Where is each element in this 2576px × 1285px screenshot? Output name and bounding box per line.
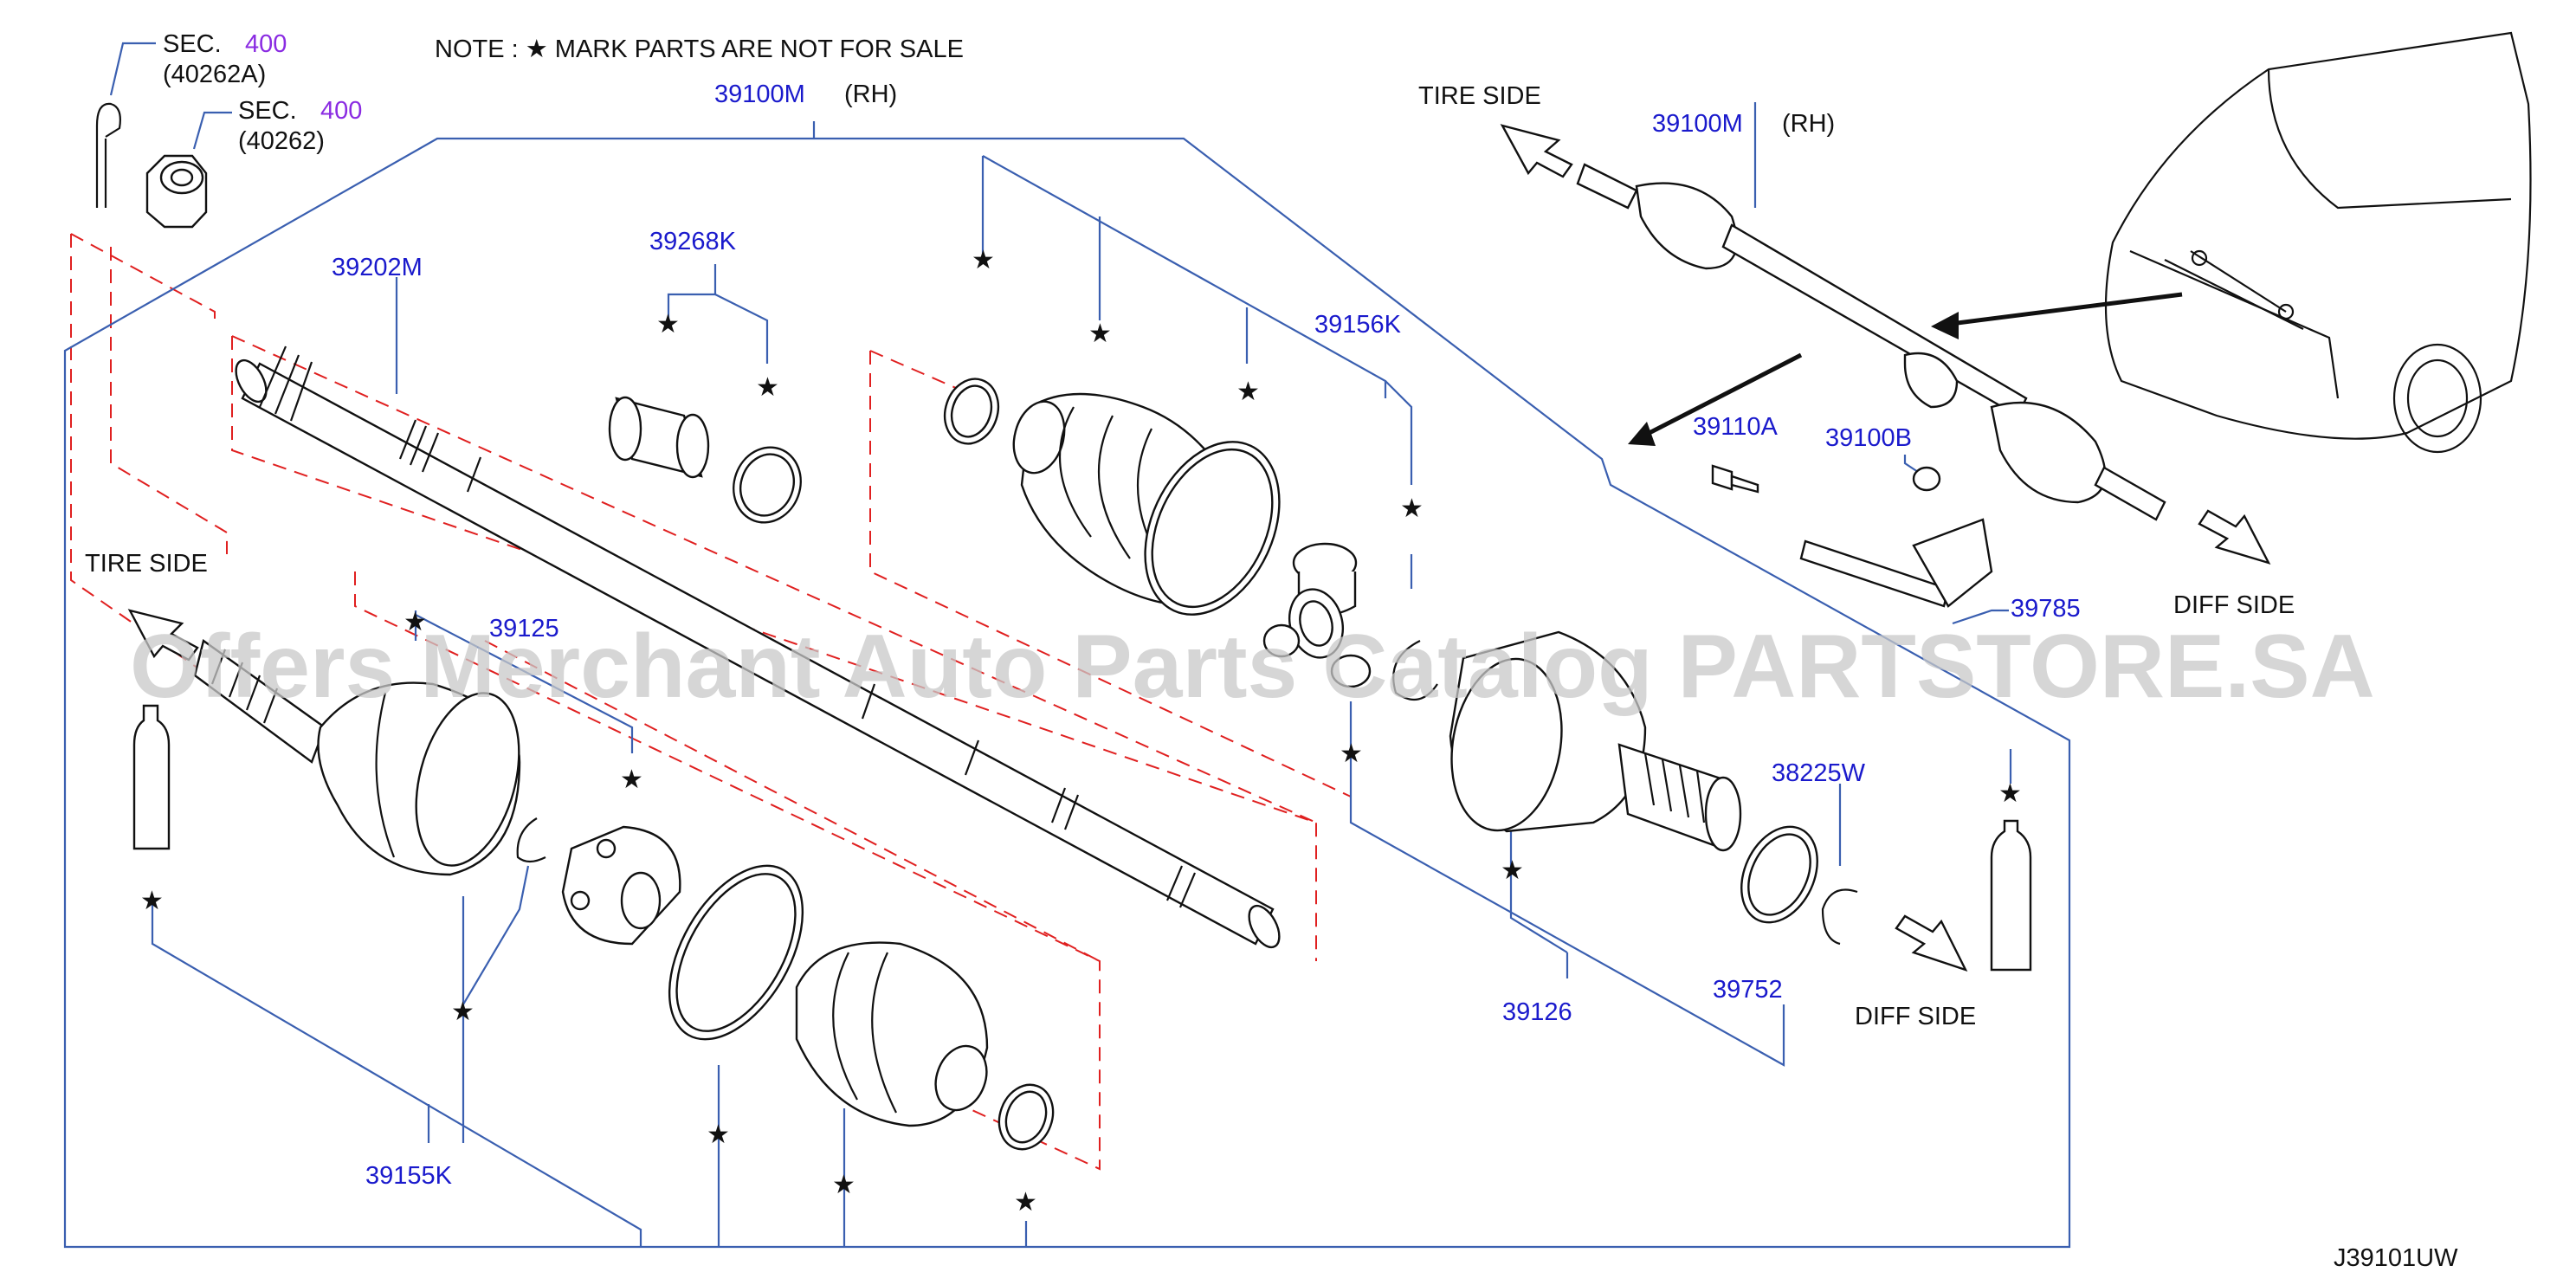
star-mark: ★ [656,309,680,339]
damper-39268k [608,396,802,524]
snap-ring-upper [1392,640,1438,701]
star-mark: ★ [140,886,164,916]
rh-label: (RH) [844,81,897,108]
tire-side-arrow-upper [1500,124,1573,178]
sec-sub: (40262A) [163,61,266,88]
diff-side-arrow-lower [1895,914,1968,972]
nut-39100b [1912,466,1941,492]
star-mark: ★ [451,997,475,1027]
part-drawings [95,31,2532,1151]
star-mark: ★ [1501,856,1524,886]
spider-joint [1262,542,1372,688]
star-mark: ★ [620,765,643,795]
diff-side-arrow-upper [2198,509,2271,565]
part-label-39110a[interactable]: 39110A [1693,413,1778,441]
sec-prefix: SEC. [163,30,222,58]
boot-band-small-lower [997,1083,1055,1151]
snap-ring-38225w [1821,888,1858,946]
boot-band-large-upper [1144,441,1281,616]
star-mark: ★ [1236,377,1260,407]
star-mark: ★ [404,607,427,637]
star-mark: ★ [832,1170,855,1200]
hub-nut [145,154,208,229]
sec-prefix: SEC. [238,97,297,125]
outer-joint [193,638,521,876]
part-label-39268k[interactable]: 39268K [649,228,737,255]
circlip-lower [516,817,546,863]
star-mark: ★ [1014,1187,1037,1217]
part-label-39126[interactable]: 39126 [1502,998,1572,1026]
leader-lines [63,42,2071,1249]
cotter-pin [95,102,121,208]
part-label-39752[interactable]: 39752 [1713,976,1783,1004]
shaft-39202m [235,345,1281,949]
boot-lower [795,941,989,1127]
rh-label: (RH) [1782,110,1835,138]
assembled-driveshaft [1576,163,2166,521]
boot-band-small-upper [943,378,1000,445]
part-label-38225w[interactable]: 38225W [1772,759,1866,787]
bolt-39110a [1711,464,1759,494]
diff-side-label: DIFF SIDE [2173,591,2295,619]
note-text: NOTE : ★ MARK PARTS ARE NOT FOR SALE [435,36,964,63]
vehicle-outline [2104,31,2532,454]
part-label-39155k[interactable]: 39155K [365,1162,453,1190]
part-label-39125[interactable]: 39125 [489,615,559,642]
diff-side-label: DIFF SIDE [1855,1003,1976,1030]
star-mark: ★ [707,1120,730,1150]
grease-tube-left [132,704,171,850]
part-label-39100m-assembled[interactable]: 39100M [1652,110,1743,138]
grease-tube-right [1990,819,2032,972]
tire-side-label: TIRE SIDE [85,550,208,578]
tire-side-arrow-left [127,609,199,662]
star-mark: ★ [756,372,779,403]
part-label-39202m[interactable]: 39202M [332,254,423,281]
diagram-code: J39101UW [2334,1244,2458,1272]
text-labels: NOTE : ★ MARK PARTS ARE NOT FOR SALE SEC… [85,30,2458,1272]
part-label-39100m[interactable]: 39100M [714,81,805,108]
inner-race-39125 [561,825,681,946]
sec-number: 400 [245,30,287,58]
tire-side-label: TIRE SIDE [1418,82,1541,110]
star-mark: ★ [1998,778,2022,809]
pointer-arrow-down-head [1628,422,1656,446]
star-mark: ★ [1088,319,1112,349]
pointer-arrow-car [1943,292,2183,327]
pointer-arrow-car-head [1931,312,1959,339]
part-label-39156k[interactable]: 39156K [1314,311,1402,339]
watermark-text: Offers Merchant Auto Parts Catalog PARTS… [130,617,2375,717]
star-mark: ★ [1400,494,1424,524]
boot-band-large-lower [668,864,804,1041]
part-label-39785[interactable]: 39785 [2011,595,2081,623]
star-mark: ★ [972,245,995,275]
bracket-39785 [1799,518,1993,608]
sec-sub: (40262) [238,127,325,155]
pointer-arrow-down [1639,352,1803,440]
seal-ring-39752 [1740,825,1818,924]
star-mark: ★ [1340,739,1363,769]
star-markers: ★ ★ ★ ★ ★ ★ ★ ★ ★ ★ ★ ★ ★ ★ ★ ★ [140,245,2022,1217]
part-label-39100b[interactable]: 39100B [1825,424,1912,452]
housing-39126 [1449,630,1742,852]
sec-number: 400 [320,97,362,125]
